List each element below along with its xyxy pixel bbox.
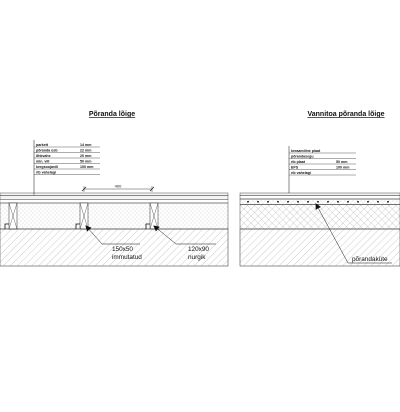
left-legend-row: min. vill 50 mm [34, 160, 100, 164]
left-floor-build-up [0, 192, 229, 267]
layer-name: põrandasegu [291, 155, 314, 159]
heating-pipes [247, 200, 389, 203]
air-gap-layer [0, 199, 229, 204]
layer-name: põranda osb [36, 149, 58, 153]
layer-thickness: 50 mm [80, 160, 91, 164]
left-legend-row: kergsoojavill 100 mm [34, 165, 100, 170]
callout-joist-line2: immutatud [112, 254, 142, 261]
dimension-label: 400 [115, 184, 122, 189]
steel-angle [75, 223, 80, 229]
right-legend-row: rib plaat 50 mm [289, 160, 356, 165]
timber-joist [79, 202, 89, 230]
layer-thickness: 14 mm [80, 143, 91, 147]
timber-joist [8, 202, 18, 230]
parquet-layer [0, 192, 229, 196]
callout-joist: 150x50 immutatud [85, 225, 142, 261]
callout-floor-heating-label: põrandaküte [352, 256, 388, 263]
mineral-wool-layer [0, 202, 229, 230]
layer-thickness: 100 mm [336, 166, 349, 170]
right-layer-legend: keraamiline plaat põrandasegu rib plaat … [288, 146, 356, 196]
callout-angle-line2: nurgik [188, 254, 206, 261]
right-section-title: Vannitoa põranda lõige [307, 111, 384, 118]
left-legend-row: rib vahelagi [34, 171, 100, 175]
layer-thickness: 100 mm [80, 165, 93, 169]
layer-name: õhkvahe [36, 154, 51, 158]
layer-name: kergsoojavill [36, 165, 58, 169]
right-legend-row: rib vahelagi [289, 171, 356, 176]
steel-angle [145, 223, 150, 229]
right-legend-row: põrandasegu [289, 155, 356, 159]
layer-name: rib vahelagi [36, 171, 56, 175]
layer-name: keraamiline plaat [291, 149, 321, 153]
right-legend-row: EPS 100 mm [289, 166, 356, 170]
callout-angle-line1: 120x90 [188, 246, 209, 253]
layer-name: min. vill [36, 160, 49, 164]
callout-joist-line1: 150x50 [112, 246, 133, 253]
ceramic-tile-layer [239, 192, 400, 196]
callout-angle: 120x90 nurgik [153, 225, 216, 261]
hollow-core-slab [0, 228, 229, 267]
left-legend-row: parkett 14 mm [34, 143, 100, 148]
right-floor-build-up [239, 192, 400, 267]
layer-name: parkett [36, 143, 49, 147]
left-legend-row: põranda osb 22 mm [34, 149, 100, 153]
callout-floor-heating: põrandaküte [315, 203, 392, 264]
right-section: Vannitoa põranda lõige keraamiline plaat… [239, 111, 400, 267]
hollow-core-slab [239, 228, 400, 267]
steel-angle [4, 223, 9, 229]
layer-name: rib plaat [291, 160, 306, 164]
right-legend-row: keraamiline plaat [289, 149, 356, 154]
spacing-dimension: 400 [81, 184, 155, 192]
left-section-title: Põranda lõige [89, 111, 135, 118]
layer-thickness: 20 mm [80, 154, 91, 158]
layer-thickness: 50 mm [336, 160, 347, 164]
left-legend-row: õhkvahe 20 mm [34, 154, 100, 159]
layer-thickness: 22 mm [80, 149, 91, 153]
left-layer-legend: parkett 14 mm põranda osb 22 mm õhkvahe … [33, 140, 100, 195]
screed-layer [239, 195, 400, 200]
layer-name: rib vahelagi [291, 171, 311, 175]
timber-joist [149, 202, 159, 230]
layer-name: EPS [291, 166, 299, 170]
eps-layer [239, 204, 400, 230]
osb-layer [0, 195, 229, 200]
left-section: Põranda lõige parkett 14 mm põranda osb … [0, 111, 229, 267]
rib-board-layer [239, 198, 400, 205]
